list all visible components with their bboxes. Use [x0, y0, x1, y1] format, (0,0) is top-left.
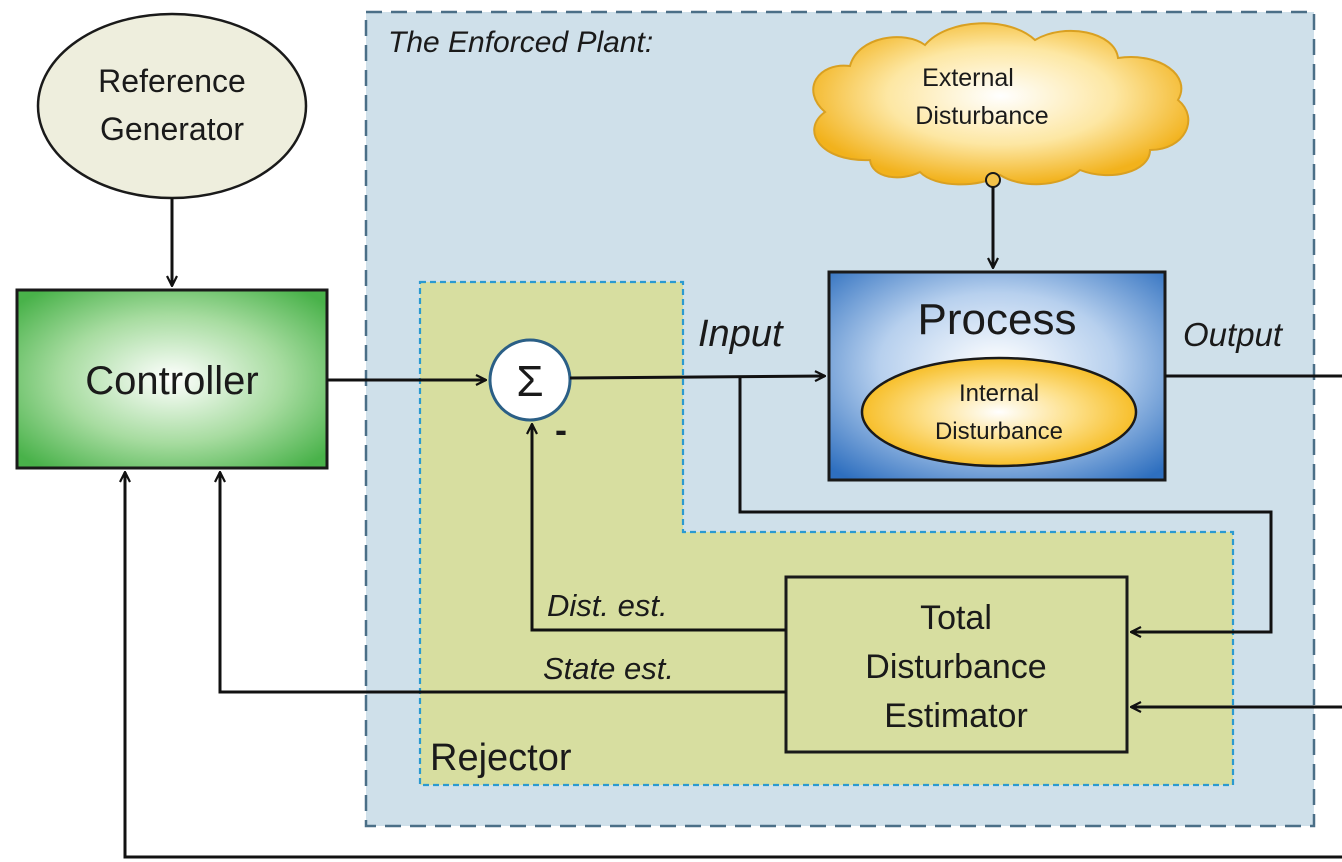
output-signal-label: Output — [1183, 316, 1284, 353]
reference-generator-label-line2: Generator — [100, 111, 244, 147]
dist-est-to-sum-arrow — [532, 424, 786, 632]
rejector-label: Rejector — [430, 737, 572, 779]
dist-est-label: Dist. est. — [547, 588, 668, 623]
estimator-block — [784, 575, 1129, 754]
process-label: Process — [918, 295, 1077, 344]
internal-disturbance-node — [860, 356, 1138, 468]
external-disturbance-port — [985, 172, 1001, 188]
summing-junction — [488, 338, 572, 422]
external-disturbance-cloud — [812, 22, 1190, 186]
minus-sign: - — [555, 409, 567, 450]
state-est-to-controller-arrow — [220, 472, 786, 694]
input-tap-to-estimator-arrow — [738, 376, 1273, 632]
reference-generator-label-line1: Reference — [98, 63, 246, 99]
estimator-label-line1: Total — [920, 599, 992, 637]
controller-block — [15, 288, 329, 470]
enforced-plant-title: The Enforced Plant: — [388, 26, 653, 59]
estimator-label-line2: Disturbance — [865, 648, 1046, 686]
input-signal-label: Input — [698, 313, 784, 355]
estimator-label-line3: Estimator — [884, 697, 1028, 735]
internal-disturbance-label-line2: Disturbance — [935, 418, 1063, 445]
controller-label: Controller — [85, 359, 258, 403]
external-disturbance-label-line2: Disturbance — [915, 102, 1048, 130]
internal-disturbance-label-line1: Internal — [959, 380, 1039, 407]
output-feedback-to-controller-arrow — [125, 472, 1342, 859]
sum-symbol: Σ — [516, 357, 543, 406]
external-disturbance-label-line1: External — [922, 64, 1014, 92]
state-est-label: State est. — [543, 651, 674, 686]
reference-generator-node — [36, 12, 308, 200]
sum-to-process-arrow — [569, 376, 825, 378]
